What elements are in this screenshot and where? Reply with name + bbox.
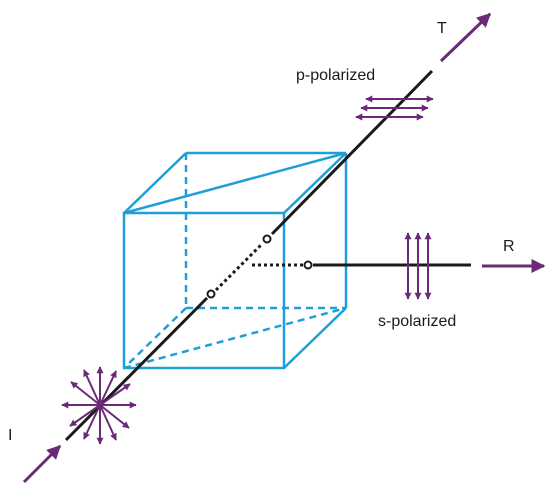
direction-arrows (22, 12, 545, 484)
p-polarization-arrows-icon (355, 95, 434, 121)
cube-hidden-edges (123, 153, 347, 370)
incident-direction-arrow (22, 444, 62, 484)
entry-point-marker (206, 289, 216, 299)
split-point-marker (262, 234, 272, 244)
internal-beam-dotted (214, 242, 264, 292)
transmitted-direction-arrow (439, 12, 492, 63)
s-polarized-label: s-polarized (378, 313, 456, 330)
reflect-point-marker (303, 260, 313, 270)
p-polarized-label: p-polarized (296, 67, 375, 84)
transmitted-beam-label: T (437, 20, 447, 37)
reflected-beam-label: R (503, 238, 515, 255)
s-polarization-arrows-icon (404, 232, 432, 300)
cube-visible-edges (122, 151, 348, 370)
interface-markers (206, 234, 313, 299)
incident-beam (64, 296, 209, 442)
beamsplitter-cube (122, 151, 348, 370)
unpolarized-starburst-icon (61, 366, 137, 445)
beams (64, 69, 471, 442)
incident-beam-label: I (8, 427, 12, 444)
